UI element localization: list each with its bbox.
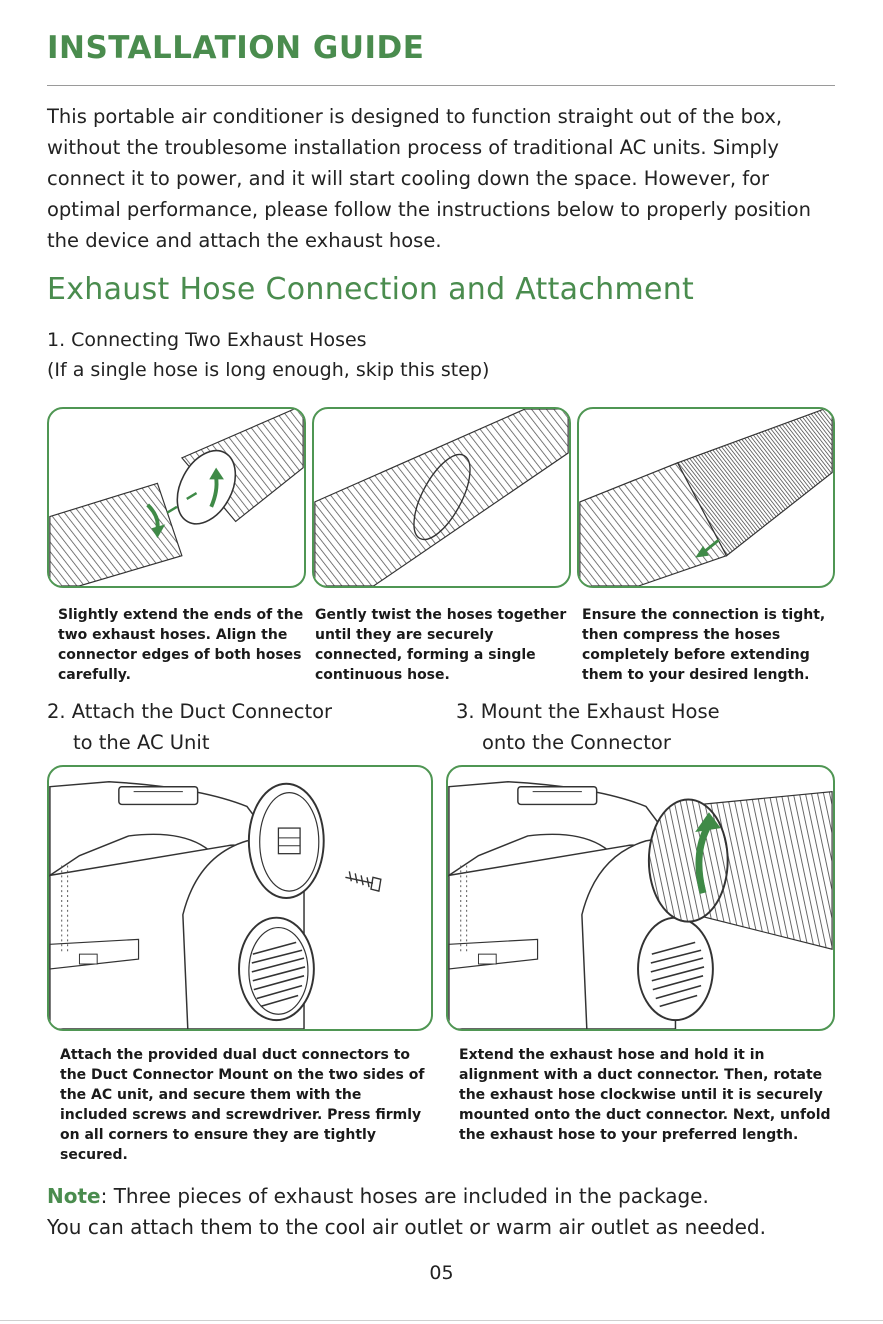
- step1-caption-1: Slightly extend the ends of the two exha…: [58, 607, 304, 683]
- step2-heading-line2: to the AC Unit: [73, 731, 210, 754]
- hose-twist-illustration: [314, 409, 569, 586]
- step2-heading-line1: 2. Attach the Duct Connector: [47, 700, 333, 723]
- step3-caption: Extend the exhaust hose and hold it in a…: [459, 1047, 831, 1143]
- step3-panel-mount: [446, 765, 835, 1031]
- ac-unit-duct-illustration: [49, 781, 382, 1029]
- step2-heading-block: 2. Attach the Duct Connector to the AC U…: [47, 696, 332, 758]
- intro-paragraph: This portable air conditioner is designe…: [47, 105, 811, 252]
- step1-caption-3: Ensure the connection is tight, then com…: [582, 607, 826, 683]
- step3-heading-block: 3. Mount the Exhaust Hose onto the Conne…: [456, 696, 720, 758]
- step1-caption-2: Gently twist the hoses together until th…: [315, 607, 567, 683]
- step1-subheading: (If a single hose is long enough, skip t…: [47, 359, 490, 381]
- step1-panel-align: [47, 407, 306, 588]
- note-line2: You can attach them to the cool air outl…: [47, 1215, 766, 1239]
- page-number: 05: [429, 1262, 454, 1284]
- step1-heading: 1. Connecting Two Exhaust Hoses: [47, 329, 367, 351]
- title-divider: [47, 85, 835, 86]
- note-line1: Note: Three pieces of exhaust hoses are …: [47, 1181, 867, 1212]
- step2-panel-duct: [47, 765, 433, 1031]
- note-label: Note: [47, 1184, 101, 1208]
- note-text-1: : Three pieces of exhaust hoses are incl…: [100, 1184, 709, 1208]
- step3-heading-line2: onto the Connector: [482, 731, 671, 754]
- step2-caption: Attach the provided dual duct connectors…: [60, 1047, 425, 1163]
- ac-unit-hose-mount-illustration: [448, 781, 833, 1029]
- step1-panel-twist: [312, 407, 571, 588]
- section-title: Exhaust Hose Connection and Attachment: [47, 272, 695, 307]
- step1-heading-block: 1. Connecting Two Exhaust Hoses (If a si…: [47, 325, 489, 385]
- bottom-divider: [0, 1320, 883, 1321]
- page-title: INSTALLATION GUIDE: [47, 30, 425, 66]
- hose-compress-illustration: [579, 409, 833, 586]
- step3-heading-line1: 3. Mount the Exhaust Hose: [456, 700, 720, 723]
- note-block: Note: Three pieces of exhaust hoses are …: [47, 1181, 867, 1243]
- hose-align-illustration: [49, 409, 304, 586]
- step1-panel-compress: [577, 407, 835, 588]
